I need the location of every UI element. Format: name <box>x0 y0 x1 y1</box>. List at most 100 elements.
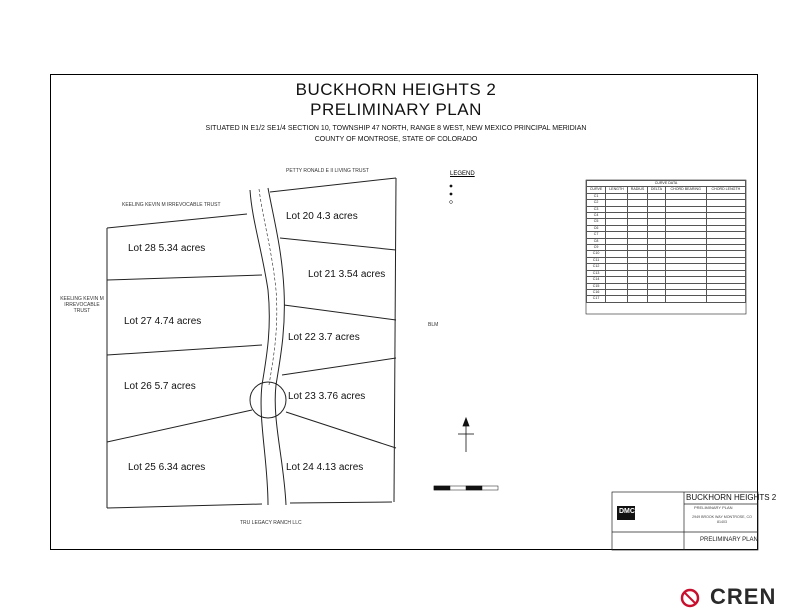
curve-value-cell <box>647 199 666 207</box>
north-arrow-icon <box>458 416 474 452</box>
south-boundary-east <box>289 501 393 504</box>
curve-table-row: C1 <box>585 192 747 201</box>
drawing-sheet-border <box>50 74 758 550</box>
plan-subtitle: PRELIMINARY PLAN <box>310 100 482 119</box>
curve-value-cell <box>647 295 666 303</box>
curve-value-cell <box>705 218 747 226</box>
curve-value-cell <box>626 231 649 239</box>
curve-col-header: RADIUS <box>626 186 649 194</box>
curve-id-cell: C10 <box>585 250 607 258</box>
curve-value-cell <box>705 211 747 220</box>
north-boundary-east <box>269 177 397 193</box>
lot-25-label: Lot 25 6.34 acres <box>128 462 206 473</box>
lot-22-label: Lot 22 3.7 acres <box>288 332 360 343</box>
curve-value-cell <box>705 192 747 201</box>
curve-table-row: C7 <box>585 231 747 239</box>
curve-value-cell <box>626 237 649 246</box>
curve-value-cell <box>605 295 628 303</box>
lot-26-label: Lot 26 5.7 acres <box>124 381 196 392</box>
curve-col-header: CHORD LENGTH <box>705 186 747 194</box>
plan-title: BUCKHORN HEIGHTS 2 <box>295 80 497 99</box>
curve-col-header: CHORD BEARING <box>664 186 707 194</box>
curve-id-cell: C5 <box>585 218 607 226</box>
title-block-plan: PRELIMINARY PLAN <box>694 505 733 510</box>
curve-id-cell: C9 <box>585 244 607 252</box>
curve-value-cell <box>705 205 747 214</box>
lot-21-label: Lot 21 3.54 acres <box>308 269 386 280</box>
lot-27-label: Lot 27 4.74 acres <box>124 316 202 327</box>
curve-table-caption: CURVE DATA <box>586 179 746 188</box>
adjoiner-east: BLM <box>428 322 439 328</box>
curve-id-cell: C8 <box>585 237 607 246</box>
road-centerline <box>258 188 278 386</box>
curve-table-row: C9 <box>585 244 747 252</box>
curve-id-cell: C13 <box>585 269 607 278</box>
lot-23-label: Lot 23 3.76 acres <box>288 391 366 402</box>
curve-value-cell <box>626 211 649 220</box>
curve-col-header: CURVE <box>585 186 607 194</box>
curve-table-row: C10 <box>585 250 747 258</box>
curve-value-cell <box>626 192 649 201</box>
curve-table-row: C8 <box>585 237 747 246</box>
curve-value-cell <box>705 237 747 246</box>
curve-value-cell <box>705 231 747 239</box>
curve-id-cell: C7 <box>585 231 607 239</box>
curve-table-row: C6 <box>585 224 747 233</box>
curve-value-cell <box>626 295 649 303</box>
south-boundary-west <box>106 503 263 509</box>
legend-title: LEGEND <box>450 171 475 177</box>
title-block-footer: PRELIMINARY PLAN <box>700 537 758 543</box>
title-block-frame <box>611 491 759 551</box>
lot-20-label: Lot 20 4.3 acres <box>286 211 358 222</box>
legend: LEGEND <box>420 168 580 208</box>
road-west-edge <box>249 189 270 506</box>
curve-table-row: C2 <box>585 199 747 207</box>
curve-value-cell <box>647 224 666 233</box>
curve-col-header: DELTA <box>647 186 666 194</box>
curve-value-cell <box>647 192 666 201</box>
curve-value-cell <box>647 237 666 246</box>
east-boundary <box>393 177 397 503</box>
scale-bar <box>433 485 499 491</box>
curve-value-cell <box>626 244 649 252</box>
curve-table-row: C5 <box>585 218 747 226</box>
north-boundary-west <box>106 213 248 229</box>
curve-table-row: C17 <box>585 295 747 303</box>
curve-id-cell: C1 <box>585 192 607 201</box>
curve-id-cell: C16 <box>585 288 607 297</box>
lot-line-28-27 <box>106 274 263 281</box>
curve-value-cell <box>626 224 649 233</box>
cren-logo-icon <box>680 588 700 608</box>
curve-id-cell: C6 <box>585 224 607 233</box>
curve-value-cell <box>647 231 666 239</box>
cren-watermark: CREN <box>710 584 777 609</box>
curve-value-cell <box>705 244 747 252</box>
curve-id-cell: C14 <box>585 276 607 284</box>
road-east-edge <box>267 187 287 506</box>
legend-symbols <box>449 184 453 204</box>
county-state: COUNTY OF MONTROSE, STATE OF COLORADO <box>314 136 478 143</box>
adjoiner-south: TRU LEGACY RANCH LLC <box>240 520 302 526</box>
lot-24-label: Lot 24 4.13 acres <box>286 462 364 473</box>
title-block-address: 2949 BROOK WAY MONTROSE, CO 81403 <box>692 515 752 524</box>
curve-table-row: C4 <box>585 211 747 220</box>
curve-value-cell <box>626 199 649 207</box>
firm-logo-text: DMC <box>619 508 635 515</box>
curve-id-cell: C12 <box>585 263 607 271</box>
curve-value-cell <box>626 205 649 214</box>
lot-28-label: Lot 28 5.34 acres <box>128 243 206 254</box>
title-block-name: BUCKHORN HEIGHTS 2 <box>686 493 777 502</box>
curve-id-cell: C3 <box>585 205 607 214</box>
adjoiner-north: PETTY RONALD E II LIVING TRUST <box>286 168 369 174</box>
dmc-logo <box>617 506 635 520</box>
lot-line-27-26 <box>106 344 263 356</box>
curve-id-cell: C4 <box>585 211 607 220</box>
curve-table-row: C14 <box>585 276 747 284</box>
cul-de-sac <box>249 381 287 419</box>
curve-value-cell <box>705 199 747 207</box>
curve-table-row: C3 <box>585 205 747 214</box>
lot-line-26-25 <box>106 409 253 443</box>
curve-id-cell: C2 <box>585 199 607 207</box>
adjoiner-west: KEELING KEVIN M IRREVOCABLE TRUST <box>60 296 104 314</box>
